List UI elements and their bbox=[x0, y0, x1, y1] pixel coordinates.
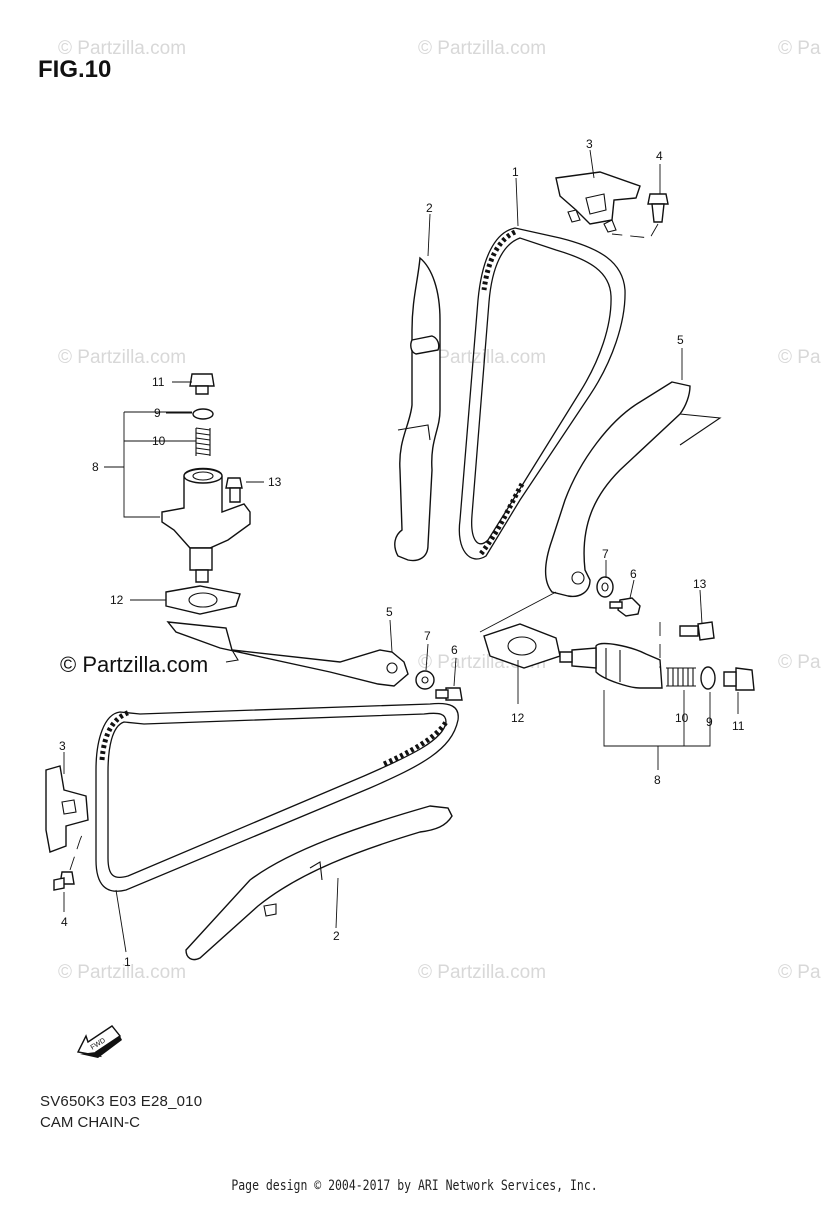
page-footer: Page design © 2004-2017 by ARI Network S… bbox=[231, 1178, 598, 1194]
watermark: © Partzilla.com bbox=[418, 347, 546, 368]
tensioner-bolt-lower[interactable] bbox=[435, 687, 463, 701]
callout-labels: 1 2 3 4 5 7 6 13 11 9 10 8 13 12 5 7 6 1… bbox=[59, 137, 745, 969]
watermark: © Pa bbox=[778, 962, 821, 983]
adjuster-spring-right[interactable] bbox=[666, 667, 696, 687]
figure-title: FIG.10 bbox=[38, 56, 112, 83]
adjuster-body-right[interactable] bbox=[559, 642, 663, 689]
callout-guide[interactable]: 2 bbox=[333, 929, 340, 943]
fwd-arrow-icon: FWD bbox=[76, 1025, 122, 1058]
callout-chain[interactable]: 1 bbox=[124, 955, 131, 969]
adjuster-gasket-left[interactable] bbox=[165, 585, 241, 615]
chain-guide-plate-lower[interactable] bbox=[45, 765, 89, 853]
callout-adjuster-assy[interactable]: 8 bbox=[654, 773, 661, 787]
cam-chain-front[interactable] bbox=[458, 227, 626, 560]
callout-adjuster-gasket[interactable]: 12 bbox=[110, 593, 124, 607]
adjuster-mount-bolt-left[interactable] bbox=[225, 477, 243, 503]
watermark: © Partzilla.com bbox=[58, 962, 186, 983]
cam-chain-guide-lower[interactable] bbox=[185, 805, 453, 961]
callout-guide[interactable]: 2 bbox=[426, 201, 433, 215]
callout-plate-bolt[interactable]: 4 bbox=[61, 915, 68, 929]
callout-plate-bolt[interactable]: 4 bbox=[656, 149, 663, 163]
callout-adjuster-spring[interactable]: 10 bbox=[675, 711, 689, 725]
callout-adjuster-cap-bolt[interactable]: 11 bbox=[152, 375, 165, 389]
callout-adjuster-mount-bolt[interactable]: 13 bbox=[268, 475, 282, 489]
callout-adjuster-gasket[interactable]: 12 bbox=[511, 711, 525, 725]
callout-chain-guide-plate[interactable]: 3 bbox=[59, 739, 66, 753]
watermark: © Pa bbox=[778, 347, 821, 368]
callout-tensioner-bolt[interactable]: 6 bbox=[630, 567, 637, 581]
adjuster-body-left[interactable] bbox=[161, 467, 251, 583]
watermark: © Pa bbox=[778, 652, 821, 673]
callout-tensioner-bolt[interactable]: 6 bbox=[451, 643, 458, 657]
brand-text: © Partzilla.com bbox=[60, 652, 209, 677]
cam-chain-rear[interactable] bbox=[95, 702, 459, 892]
callout-chain[interactable]: 1 bbox=[512, 165, 519, 179]
callout-adjuster-assy[interactable]: 8 bbox=[92, 460, 99, 474]
diagram-code: SV650K3 E03 E28_010 bbox=[40, 1093, 203, 1110]
adjuster-spring-left[interactable] bbox=[195, 427, 211, 456]
watermark: © Partzilla.com bbox=[418, 962, 546, 983]
callout-adjuster-gasket-washer[interactable]: 9 bbox=[706, 715, 713, 729]
chain-guide-plate-upper[interactable] bbox=[555, 171, 641, 233]
adjuster-washer-right[interactable] bbox=[700, 666, 716, 690]
cam-chain-tensioner-upper[interactable] bbox=[544, 381, 722, 598]
adjuster-cap-bolt-left[interactable] bbox=[189, 373, 215, 395]
watermark: © Partzilla.com bbox=[58, 38, 186, 59]
callout-tensioner[interactable]: 5 bbox=[386, 605, 393, 619]
plate-bolt-lower[interactable] bbox=[53, 829, 85, 891]
tensioner-bolt-upper[interactable] bbox=[609, 597, 641, 617]
tensioner-washer-upper[interactable] bbox=[596, 576, 614, 598]
callout-adjuster-spring[interactable]: 10 bbox=[152, 434, 166, 448]
watermark: © Partzilla.com bbox=[58, 347, 186, 368]
watermark: © Pa bbox=[778, 38, 821, 59]
plate-bolt-upper[interactable] bbox=[611, 193, 669, 239]
callout-adjuster-mount-bolt[interactable]: 13 bbox=[693, 577, 707, 591]
diagram-caption: CAM CHAIN-C bbox=[40, 1114, 140, 1131]
leader-lines bbox=[63, 149, 739, 953]
callout-adjuster-gasket-washer[interactable]: 9 bbox=[154, 406, 161, 420]
tensioner-washer-lower[interactable] bbox=[415, 670, 435, 690]
callout-chain-guide-plate[interactable]: 3 bbox=[586, 137, 593, 151]
cam-chain-guide-upper[interactable] bbox=[394, 256, 441, 562]
callout-tensioner-washer[interactable]: 7 bbox=[424, 629, 431, 643]
adjuster-cap-bolt-right[interactable] bbox=[723, 667, 755, 691]
watermark: © Partzilla.com bbox=[418, 38, 546, 59]
callout-adjuster-cap-bolt[interactable]: 11 bbox=[732, 719, 745, 733]
cam-chain-tensioner-lower[interactable] bbox=[166, 621, 409, 687]
callout-tensioner-washer[interactable]: 7 bbox=[602, 547, 609, 561]
adjuster-washer-left[interactable] bbox=[192, 408, 214, 420]
adjuster-mount-bolt-right[interactable] bbox=[659, 621, 715, 668]
callout-tensioner[interactable]: 5 bbox=[677, 333, 684, 347]
watermark-grid: © Partzilla.com © Partzilla.com © Pa © P… bbox=[58, 38, 821, 983]
